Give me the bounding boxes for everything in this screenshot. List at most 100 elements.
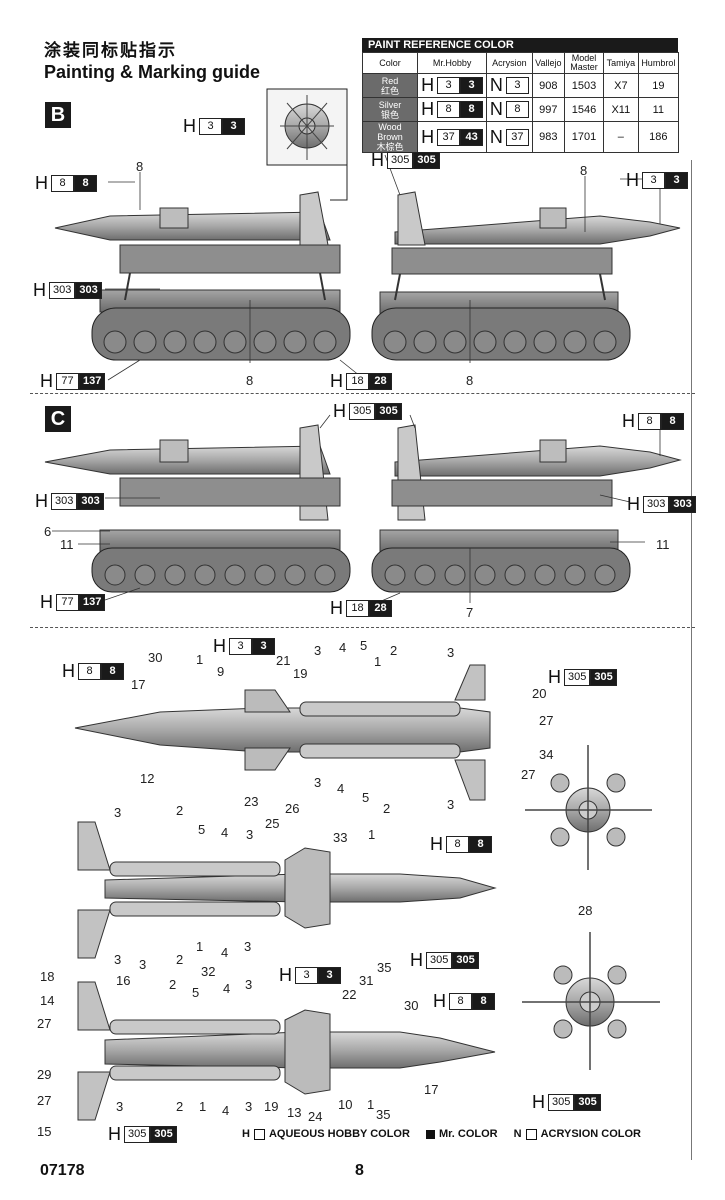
callout-number: 11 bbox=[656, 537, 670, 552]
section-divider bbox=[30, 627, 695, 628]
callout-number: 19 bbox=[264, 1099, 279, 1114]
legend-h-prefix: H bbox=[242, 1128, 250, 1140]
h-prefix: H bbox=[421, 75, 435, 95]
title-chinese: 涂装同标贴指示 bbox=[44, 41, 177, 61]
n-prefix: N bbox=[489, 126, 503, 147]
aqueous-code: 8 bbox=[437, 101, 461, 118]
paint-reference-table: PAINT REFERENCE COLOR Color Mr.Hobby Acr… bbox=[362, 38, 680, 153]
h-prefix: H bbox=[421, 126, 435, 147]
missile-top-view bbox=[77, 821, 497, 959]
callout-number: 30 bbox=[404, 998, 419, 1013]
callout-number: 15 bbox=[37, 1124, 52, 1139]
callout-number: 8 bbox=[580, 163, 588, 178]
callout-number: 3 bbox=[314, 643, 322, 658]
callout-number: 2 bbox=[169, 977, 177, 992]
callout-number: 3 bbox=[447, 797, 455, 812]
h-prefix: H bbox=[421, 99, 435, 119]
callout-number: 1 bbox=[368, 827, 376, 842]
callout-number: 23 bbox=[244, 794, 259, 809]
callout-number: 35 bbox=[376, 1107, 391, 1122]
callout-number: 20 bbox=[532, 686, 547, 701]
callout-number: 8 bbox=[466, 373, 474, 388]
callout-number: 6 bbox=[44, 524, 52, 539]
callout-number: 4 bbox=[221, 825, 229, 840]
callout-number: 5 bbox=[360, 638, 368, 653]
callout-number: 14 bbox=[40, 993, 55, 1008]
n-prefix: N bbox=[489, 75, 503, 95]
callout-number: 3 bbox=[116, 1099, 124, 1114]
callout-number: 3 bbox=[244, 939, 252, 954]
color-name-cn: 银色 bbox=[380, 109, 399, 120]
missile-end-view-2 bbox=[522, 932, 660, 1070]
legend-mr-text: Mr. COLOR bbox=[438, 1128, 498, 1140]
callout-number: 3 bbox=[114, 805, 122, 820]
color-name: Red bbox=[381, 75, 399, 86]
acrysion-code: 3 bbox=[505, 77, 529, 94]
callout-number: 3 bbox=[245, 1099, 253, 1114]
callout-number: 1 bbox=[196, 652, 204, 667]
section-label-b: B bbox=[45, 102, 71, 128]
title-english: Painting & Marking guide bbox=[44, 62, 261, 82]
col-model-master: Model Master bbox=[564, 52, 605, 74]
callout-number: 26 bbox=[285, 801, 300, 816]
callout-number: 27 bbox=[37, 1016, 52, 1031]
callout-number: 5 bbox=[198, 822, 206, 837]
callout-number: 31 bbox=[359, 973, 374, 988]
vehicle-b-right bbox=[371, 191, 681, 361]
callout-number: 2 bbox=[176, 952, 184, 967]
callout-number: 34 bbox=[539, 747, 554, 762]
callout-number: 28 bbox=[578, 903, 593, 918]
callout-number: 12 bbox=[140, 771, 155, 786]
callout-number: 7 bbox=[466, 605, 474, 620]
callout-number: 19 bbox=[293, 666, 308, 681]
callout-number: 11 bbox=[60, 537, 74, 552]
callout-number: 3 bbox=[245, 977, 253, 992]
callout-number: 4 bbox=[337, 781, 345, 796]
callout-number: 3 bbox=[447, 645, 455, 660]
mr-color-code: 3 bbox=[460, 77, 484, 94]
table-header-row: Color Mr.Hobby Acrysion Vallejo Model Ma… bbox=[362, 52, 680, 74]
callout-number: 3 bbox=[314, 775, 322, 790]
humbrol-value: 186 bbox=[637, 121, 680, 153]
callout-number: 29 bbox=[37, 1067, 52, 1082]
legend-aqueous-text: AQUEOUS HOBBY COLOR bbox=[268, 1128, 410, 1140]
missile-end-view-1 bbox=[525, 745, 652, 870]
vehicle-b-left bbox=[54, 191, 351, 361]
mr-color-code: 43 bbox=[460, 128, 484, 146]
front-view-inset bbox=[266, 88, 348, 201]
callout-number: 2 bbox=[176, 803, 184, 818]
section-divider bbox=[30, 393, 695, 394]
callout-number: 1 bbox=[199, 1099, 207, 1114]
color-name-cn: 红色 bbox=[380, 85, 399, 96]
frame-line-right bbox=[691, 160, 692, 1160]
legend-acrysion-text: ACRYSION COLOR bbox=[540, 1128, 641, 1140]
callout-number: 3 bbox=[114, 952, 122, 967]
callout-number: 3 bbox=[246, 827, 254, 842]
callout-number: 3 bbox=[139, 957, 147, 972]
callout-number: 1 bbox=[367, 1097, 375, 1112]
mr-color-code: 8 bbox=[460, 101, 484, 118]
callout-number: 17 bbox=[131, 677, 146, 692]
acrysion-code: 37 bbox=[505, 128, 529, 146]
color-name-cn: 木棕色 bbox=[376, 142, 404, 152]
page-number: 8 bbox=[355, 1162, 364, 1179]
callout-number: 4 bbox=[339, 640, 347, 655]
n-prefix: N bbox=[489, 99, 503, 119]
